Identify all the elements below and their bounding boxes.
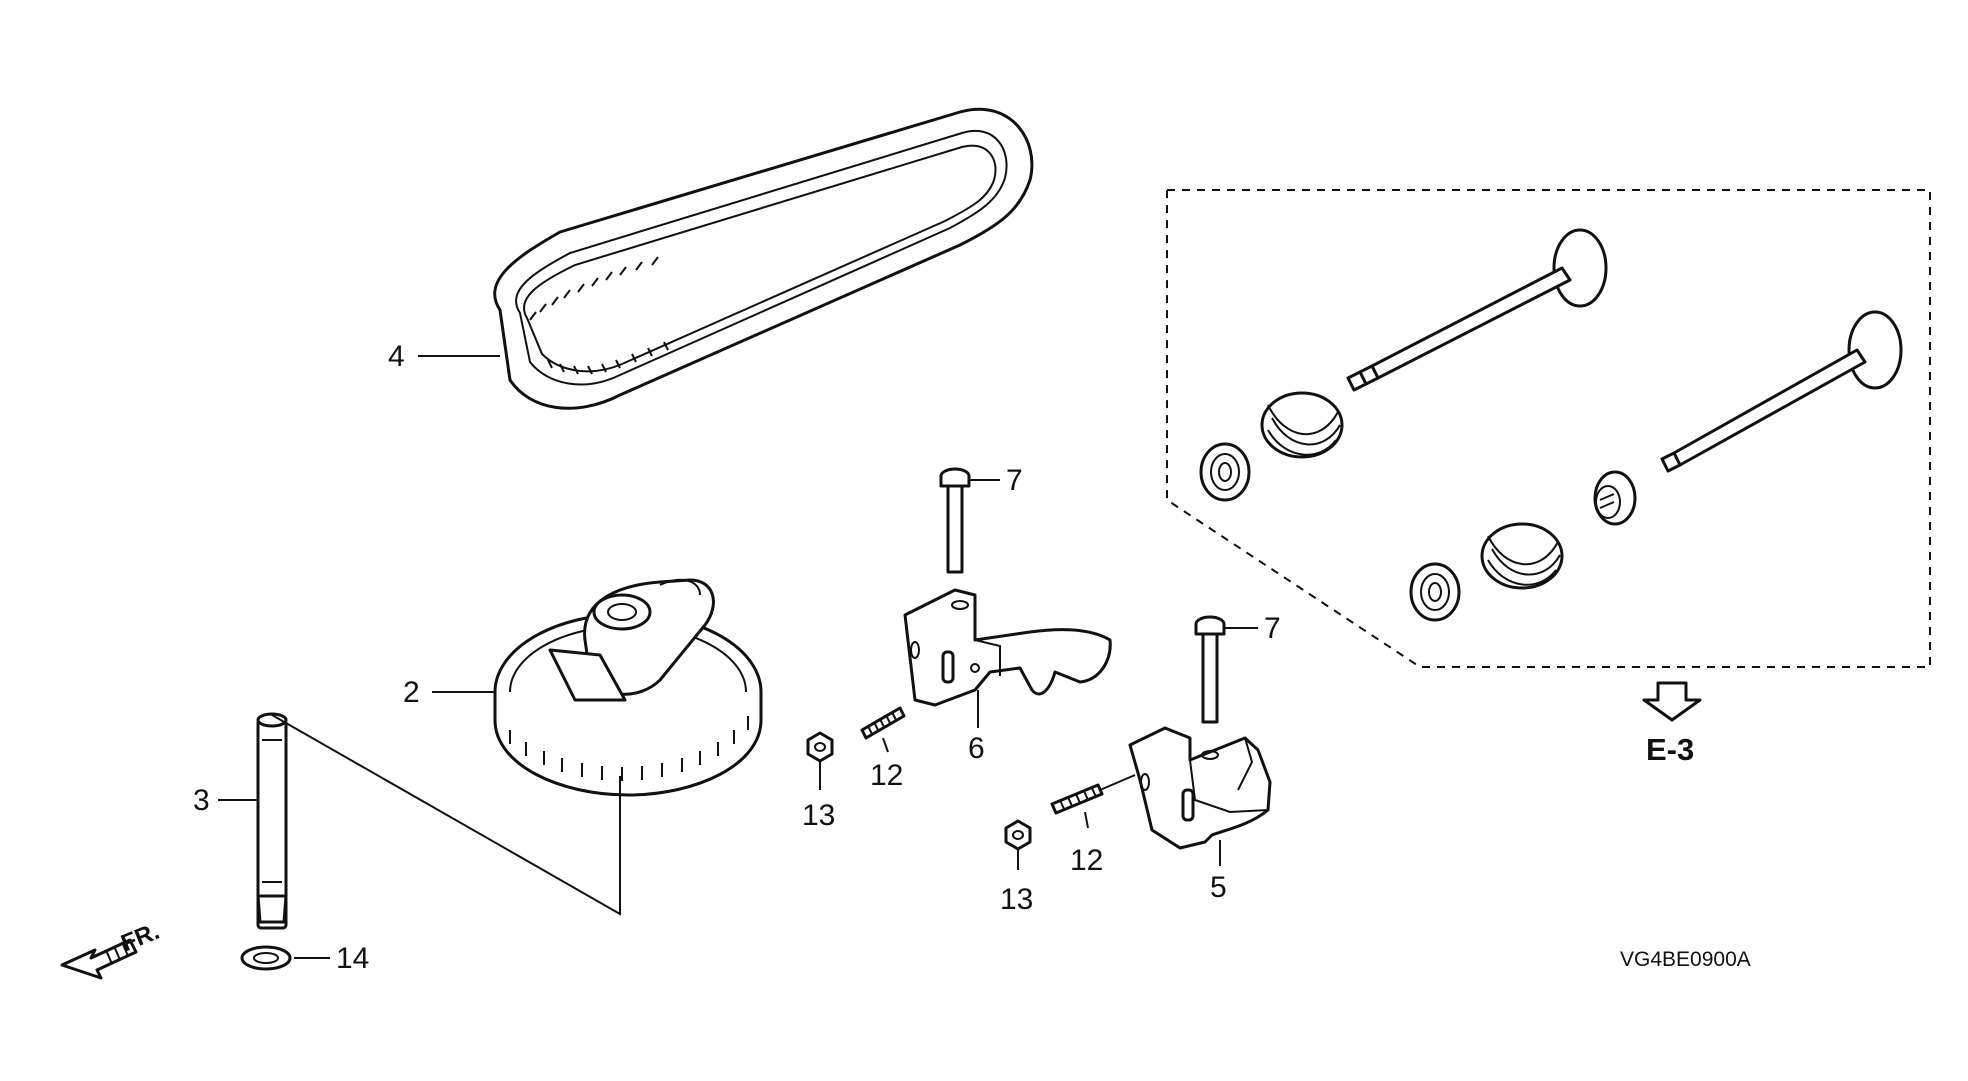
valve-rotator xyxy=(1593,470,1637,526)
rocker-arm-lower xyxy=(1128,726,1272,850)
valve-retainer-1 xyxy=(1199,442,1251,502)
belt-teeth xyxy=(529,256,669,375)
valve-spring-1 xyxy=(1260,391,1344,459)
lock-nut-upper xyxy=(806,731,834,763)
callout-7-upper: 7 xyxy=(1006,464,1023,497)
reference-label: E-3 xyxy=(1646,732,1694,767)
intake-valve xyxy=(1346,228,1608,392)
callout-14: 14 xyxy=(336,942,369,975)
callout-2: 2 xyxy=(403,676,420,709)
callout-4: 4 xyxy=(388,340,405,373)
camshaft-pulley xyxy=(493,578,763,797)
front-label: FR. xyxy=(117,918,163,958)
rocker-arm-upper xyxy=(903,588,1112,707)
callout-13-upper: 13 xyxy=(802,799,835,832)
camshaft-pin xyxy=(256,712,288,930)
washer xyxy=(240,945,292,971)
lock-nut-lower xyxy=(1004,819,1032,851)
adjusting-stud-lower xyxy=(1050,783,1104,815)
diagram-code: VG4BE0900A xyxy=(1620,948,1751,971)
callout-7-lower: 7 xyxy=(1264,612,1281,645)
callout-5: 5 xyxy=(1210,871,1227,904)
reference-arrow-icon xyxy=(1642,681,1702,722)
callout-6: 6 xyxy=(968,732,985,765)
pivot-bolt-lower xyxy=(1194,615,1226,724)
callout-13-lower: 13 xyxy=(1000,883,1033,916)
callout-12-lower: 12 xyxy=(1070,844,1103,877)
pulley-teeth xyxy=(509,716,749,781)
timing-belt xyxy=(493,107,1034,410)
pivot-bolt-upper xyxy=(939,467,971,574)
exhaust-valve xyxy=(1660,310,1903,473)
adjusting-stud-upper xyxy=(860,706,906,740)
callout-3: 3 xyxy=(193,784,210,817)
front-arrow-icon xyxy=(60,938,138,980)
valve-group-boundary xyxy=(1166,189,1931,668)
valve-spring-2 xyxy=(1480,522,1564,590)
valve-retainer-2 xyxy=(1409,562,1461,622)
callout-12-upper: 12 xyxy=(870,759,903,792)
assembly-line xyxy=(271,714,621,916)
